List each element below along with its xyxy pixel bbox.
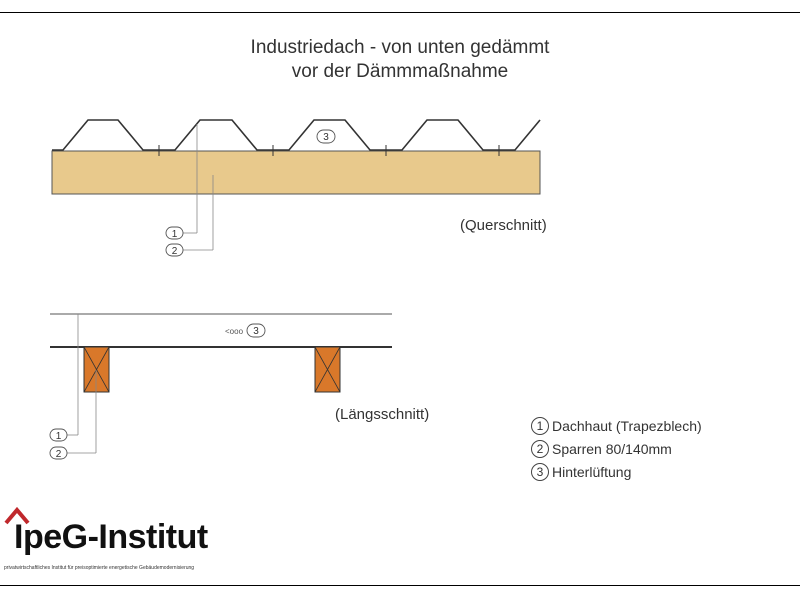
- legend-item-2: 2 Sparren 80/140mm: [531, 440, 672, 458]
- rafter-left: [83, 346, 110, 393]
- legend-number: 1: [531, 417, 549, 435]
- diagram-title: Industriedach - von unten gedämmt: [250, 37, 550, 58]
- diagram-subtitle: vor der Dämmmaßnahme: [291, 61, 509, 82]
- rafter-right: [314, 346, 341, 393]
- marker-2-cross-frame: [165, 243, 184, 257]
- top-border-line: [0, 12, 800, 13]
- marker-1-long: 1: [56, 431, 62, 442]
- marker-2-cross: 2: [172, 246, 178, 257]
- marker-1-cross: 1: [172, 229, 178, 240]
- bottom-border-line: [0, 585, 800, 586]
- logo-roof-icon: [4, 506, 30, 525]
- logo-tagline: privatwirtschaftliches Institut für prei…: [4, 565, 195, 571]
- cross-section-caption: (Querschnitt): [460, 217, 547, 234]
- marker-1-long-frame: [49, 428, 68, 442]
- legend-number: 2: [531, 440, 549, 458]
- legend-label: Hinterlüftung: [552, 464, 632, 480]
- marker-2-long-frame: [49, 446, 68, 460]
- cross-section-rafter-band: [51, 150, 541, 195]
- legend-number: 3: [531, 463, 549, 481]
- marker-1-cross-frame: [165, 226, 184, 240]
- legend-item-1: 1 Dachhaut (Trapezblech): [531, 417, 702, 435]
- marker-2-long: 2: [56, 449, 62, 460]
- logo-name: IpeG-Institut: [14, 518, 208, 556]
- airflow-arrow: <ooo: [225, 327, 244, 336]
- longitudinal-section-caption: (Längsschnitt): [335, 406, 430, 423]
- legend-label: Sparren 80/140mm: [552, 441, 672, 457]
- legend-item-3: 3 Hinterlüftung: [531, 463, 631, 481]
- legend-label: Dachhaut (Trapezblech): [552, 418, 702, 434]
- screw-markers: [155, 145, 503, 156]
- marker-3-cross: 3: [323, 132, 329, 143]
- marker-3-long: 3: [253, 326, 259, 337]
- trapezoidal-sheet-profile: [52, 119, 541, 151]
- marker-3-long-frame: [246, 323, 266, 338]
- marker-3-cross-frame: [316, 129, 336, 144]
